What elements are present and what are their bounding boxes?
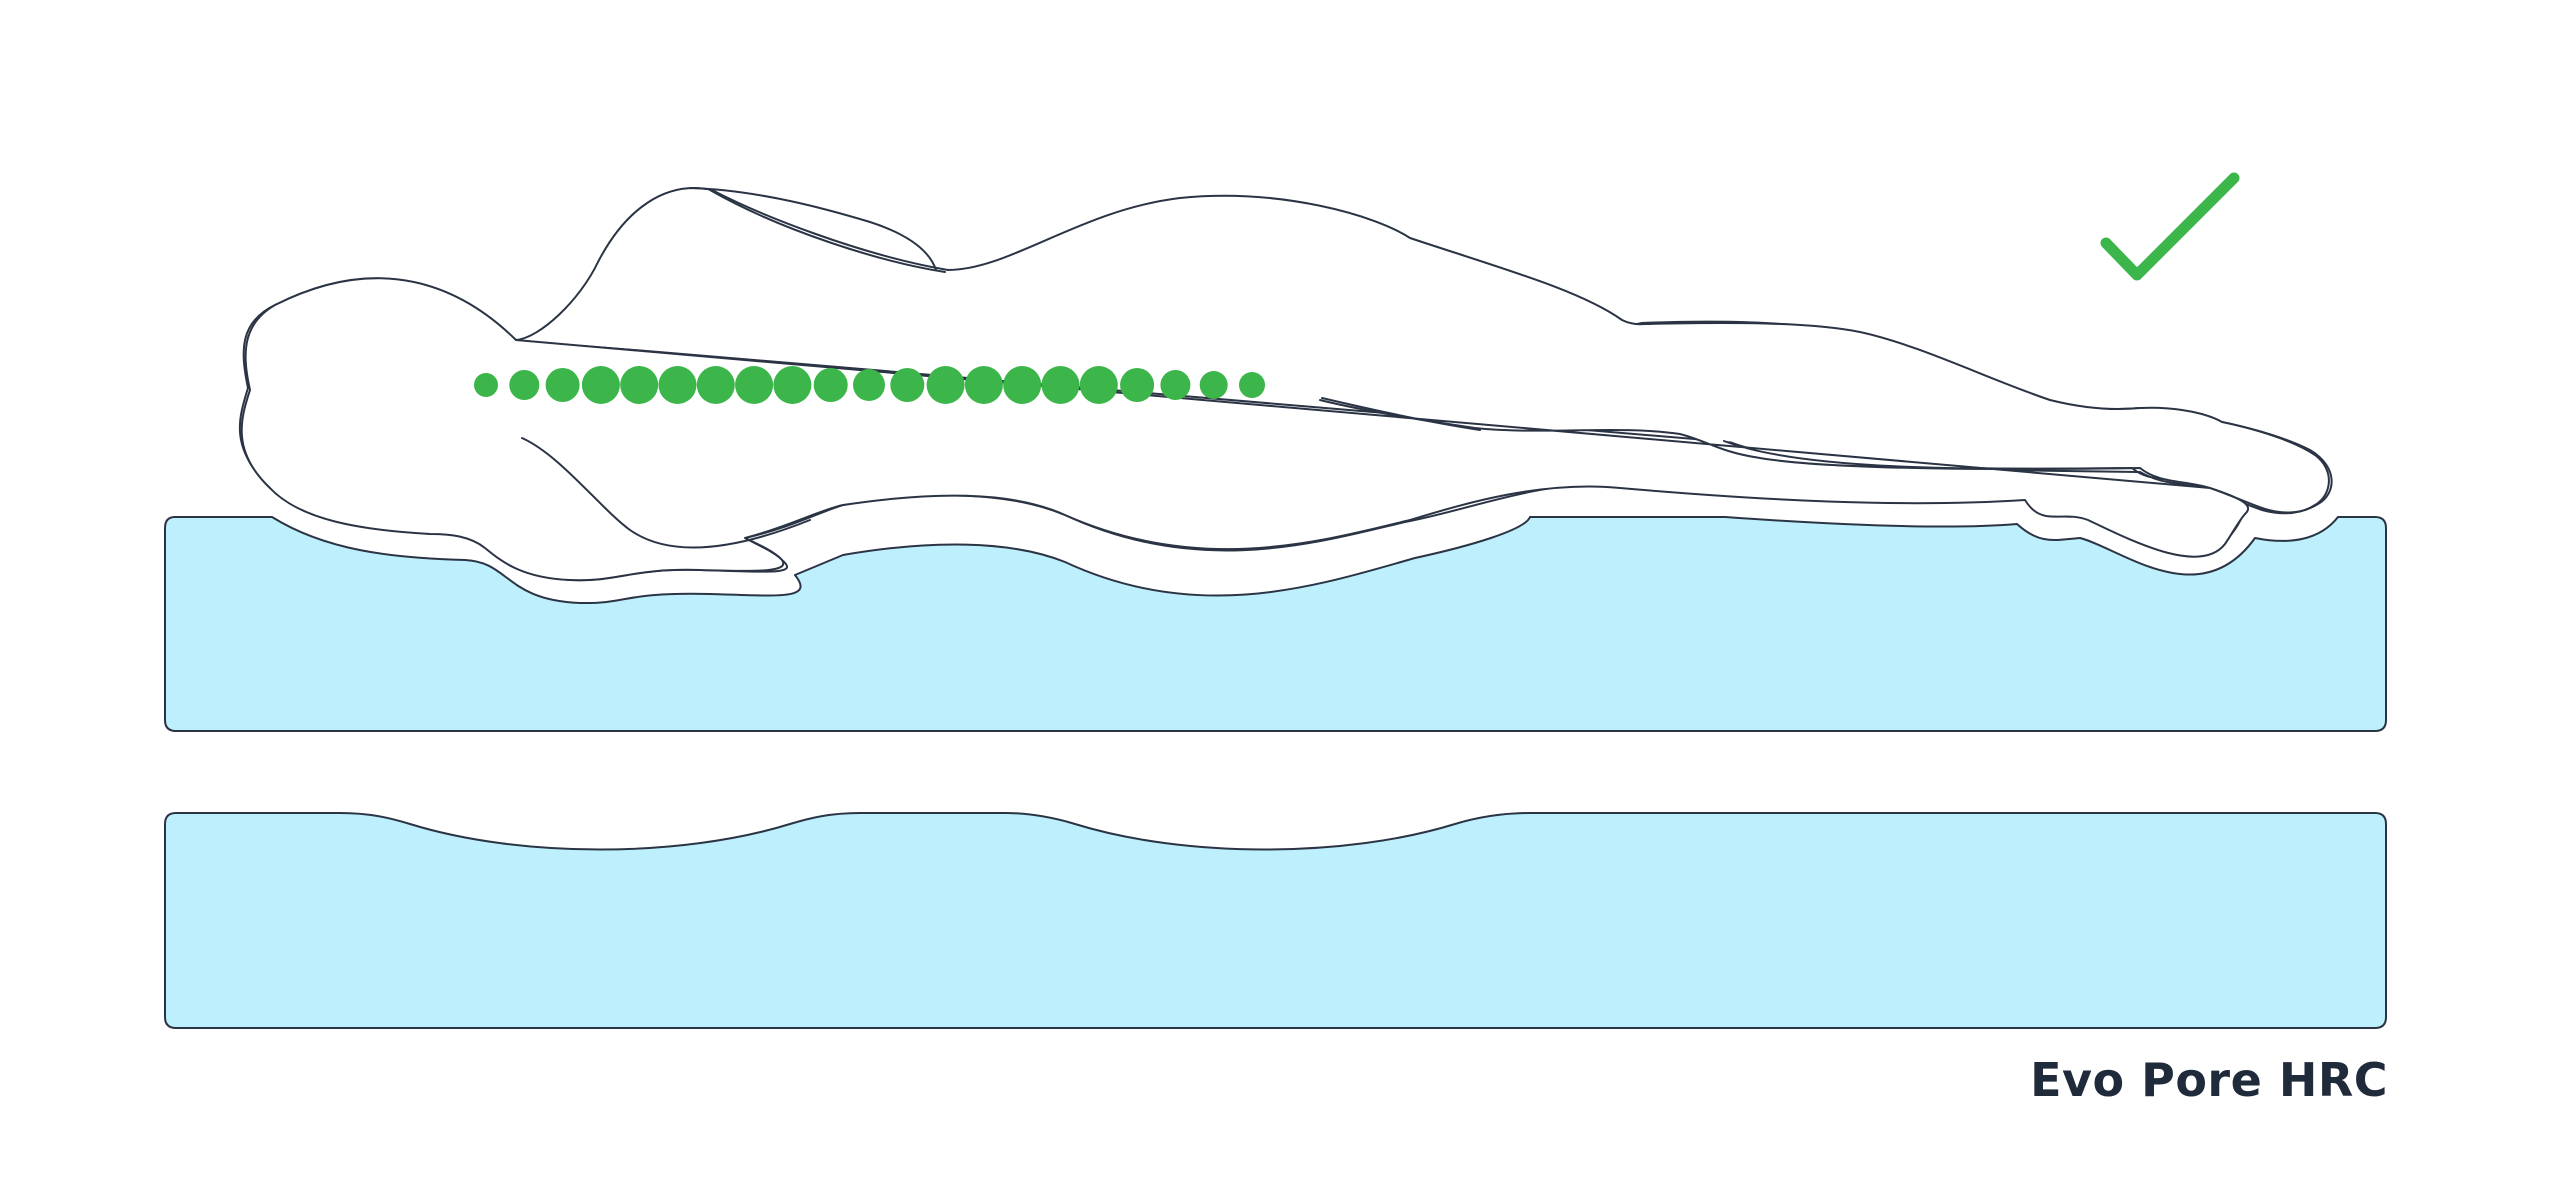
spine-dot: [964, 366, 1003, 404]
body-details: [521, 187, 1481, 549]
spine-dots: [474, 366, 1265, 404]
spine-dot: [581, 366, 620, 404]
spine-dot: [1079, 366, 1118, 404]
product-caption: Evo Pore HRC: [2030, 1053, 2388, 1107]
spine-dot: [474, 373, 498, 397]
spine-dot: [509, 370, 540, 400]
spine-dot: [926, 366, 965, 404]
spine-dot: [545, 368, 580, 402]
spine-dot: [1041, 366, 1080, 404]
spine-dot: [1003, 366, 1042, 404]
upper-mattress: [164, 516, 2387, 732]
spine-dot: [735, 366, 774, 404]
spine-dot: [853, 369, 885, 401]
spine-dot: [1199, 371, 1228, 399]
body-outline: [240, 187, 2330, 582]
spine-dot: [773, 366, 812, 404]
spine-dot: [1120, 368, 1155, 402]
lower-mattress: [164, 812, 2387, 1029]
spine-dot: [813, 368, 848, 402]
spine-dot: [696, 366, 735, 404]
spine-dot: [1239, 372, 1265, 398]
spine-dot: [620, 366, 659, 404]
spine-dot: [1160, 370, 1191, 400]
spine-dot: [890, 368, 925, 402]
spine-dot: [658, 366, 697, 404]
check-icon: [2100, 172, 2240, 281]
